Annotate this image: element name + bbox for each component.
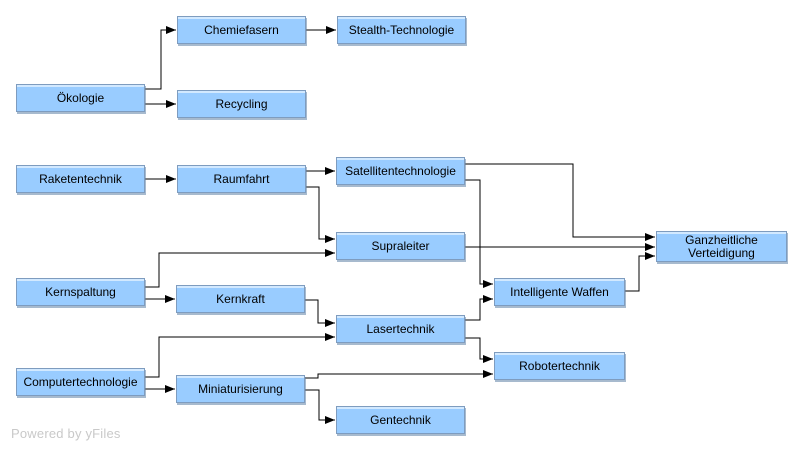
node-oekologie[interactable]: Ökologie	[16, 84, 145, 112]
node-ganzheitliche-verteidigung[interactable]: Ganzheitliche Verteidigung	[656, 231, 787, 262]
edge-miniaturisierung-robotertechnik	[305, 370, 493, 379]
node-label: Satellitentechnologie	[345, 163, 456, 178]
node-label: Raketentechnik	[39, 171, 122, 186]
node-raumfahrt[interactable]: Raumfahrt	[177, 165, 306, 193]
node-label: Computertechnologie	[23, 374, 138, 389]
node-label: Kernspaltung	[45, 284, 116, 299]
node-label: Raumfahrt	[213, 171, 270, 186]
node-computertechnologie[interactable]: Computertechnologie	[16, 368, 145, 396]
edge-kernkraft-lasertechnik	[305, 299, 335, 327]
node-label: Recycling	[215, 96, 268, 111]
node-stealth-technologie[interactable]: Stealth-Technologie	[337, 16, 466, 44]
node-robotertechnik[interactable]: Robotertechnik	[494, 352, 625, 380]
node-chemiefasern[interactable]: Chemiefasern	[177, 16, 306, 44]
node-label: Ökologie	[56, 90, 105, 105]
node-supraleiter[interactable]: Supraleiter	[336, 232, 465, 260]
node-miniaturisierung[interactable]: Miniaturisierung	[176, 375, 305, 403]
edge-satellitentechnologie-intelligente-waffen	[465, 179, 493, 288]
edge-kernspaltung-supraleiter	[145, 249, 335, 288]
node-satellitentechnologie[interactable]: Satellitentechnologie	[336, 157, 465, 185]
edge-lasertechnik-intelligente-waffen	[465, 295, 493, 321]
node-label: Robotertechnik	[519, 358, 600, 373]
node-kernspaltung[interactable]: Kernspaltung	[16, 278, 145, 306]
edge-miniaturisierung-gentechnik	[305, 389, 335, 424]
edge-oekologie-chemiefasern	[145, 26, 176, 90]
edge-lasertechnik-robotertechnik	[465, 337, 493, 363]
node-label: Ganzheitliche Verteidigung	[685, 232, 758, 260]
node-intelligente-waffen[interactable]: Intelligente Waffen	[494, 278, 625, 306]
edge-computertechnologie-lasertechnik	[145, 333, 335, 378]
node-kernkraft[interactable]: Kernkraft	[176, 285, 305, 313]
node-lasertechnik[interactable]: Lasertechnik	[336, 315, 465, 343]
edge-intelligente-waffen-ganzheitliche	[625, 252, 655, 292]
node-label: Chemiefasern	[204, 22, 279, 37]
node-label: Lasertechnik	[366, 321, 435, 336]
node-label: Intelligente Waffen	[510, 284, 609, 299]
node-gentechnik[interactable]: Gentechnik	[336, 406, 465, 434]
node-label: Miniaturisierung	[198, 381, 283, 396]
edge-raumfahrt-supraleiter	[306, 186, 335, 243]
node-label: Supraleiter	[371, 238, 430, 253]
node-label: Gentechnik	[370, 412, 431, 427]
node-label: Stealth-Technologie	[348, 22, 455, 37]
node-raketentechnik[interactable]: Raketentechnik	[16, 165, 145, 193]
node-recycling[interactable]: Recycling	[177, 90, 306, 118]
yfiles-watermark-link[interactable]: Powered by yFiles	[11, 426, 121, 441]
edge-satellitentechnologie-ganzheitliche	[465, 163, 655, 241]
node-label: Kernkraft	[216, 291, 265, 306]
